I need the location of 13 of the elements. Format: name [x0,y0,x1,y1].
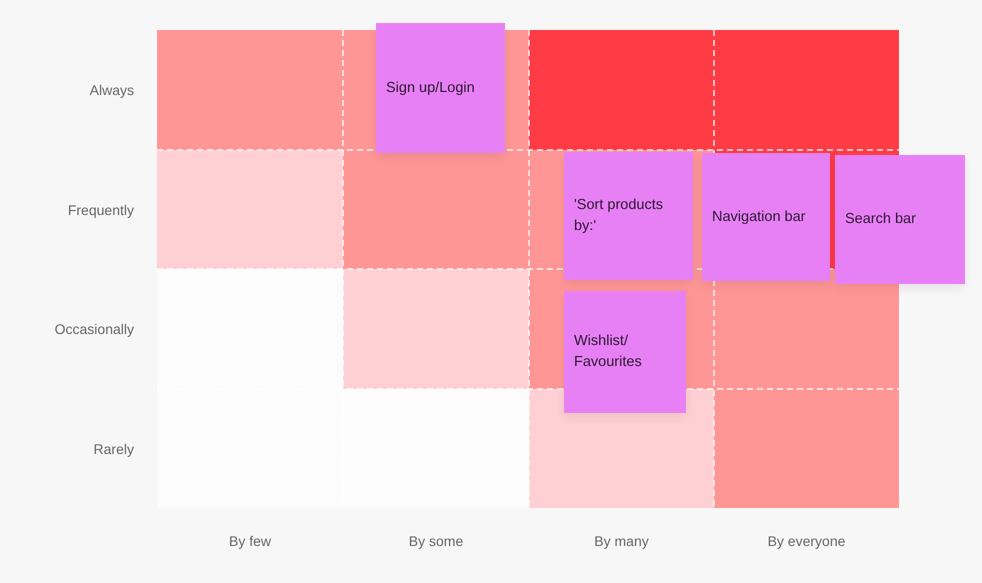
row-label: Occasionally [54,320,134,338]
note-text: 'Sort products by:' [574,196,664,236]
column-label: By few [228,532,272,550]
column-label: By some [408,532,464,550]
note-text: Search bar [845,210,917,229]
column-label: By many [593,532,650,550]
row-label: Frequently [68,200,134,218]
row-label: Rarely [94,440,134,458]
row-label: Always [90,81,134,99]
column-label: By everyone [766,532,846,550]
note-text: Navigation bar [712,208,806,226]
note-text: Wishlist/ Favourites [574,332,643,372]
note-text: Sign up/Login [386,78,476,98]
